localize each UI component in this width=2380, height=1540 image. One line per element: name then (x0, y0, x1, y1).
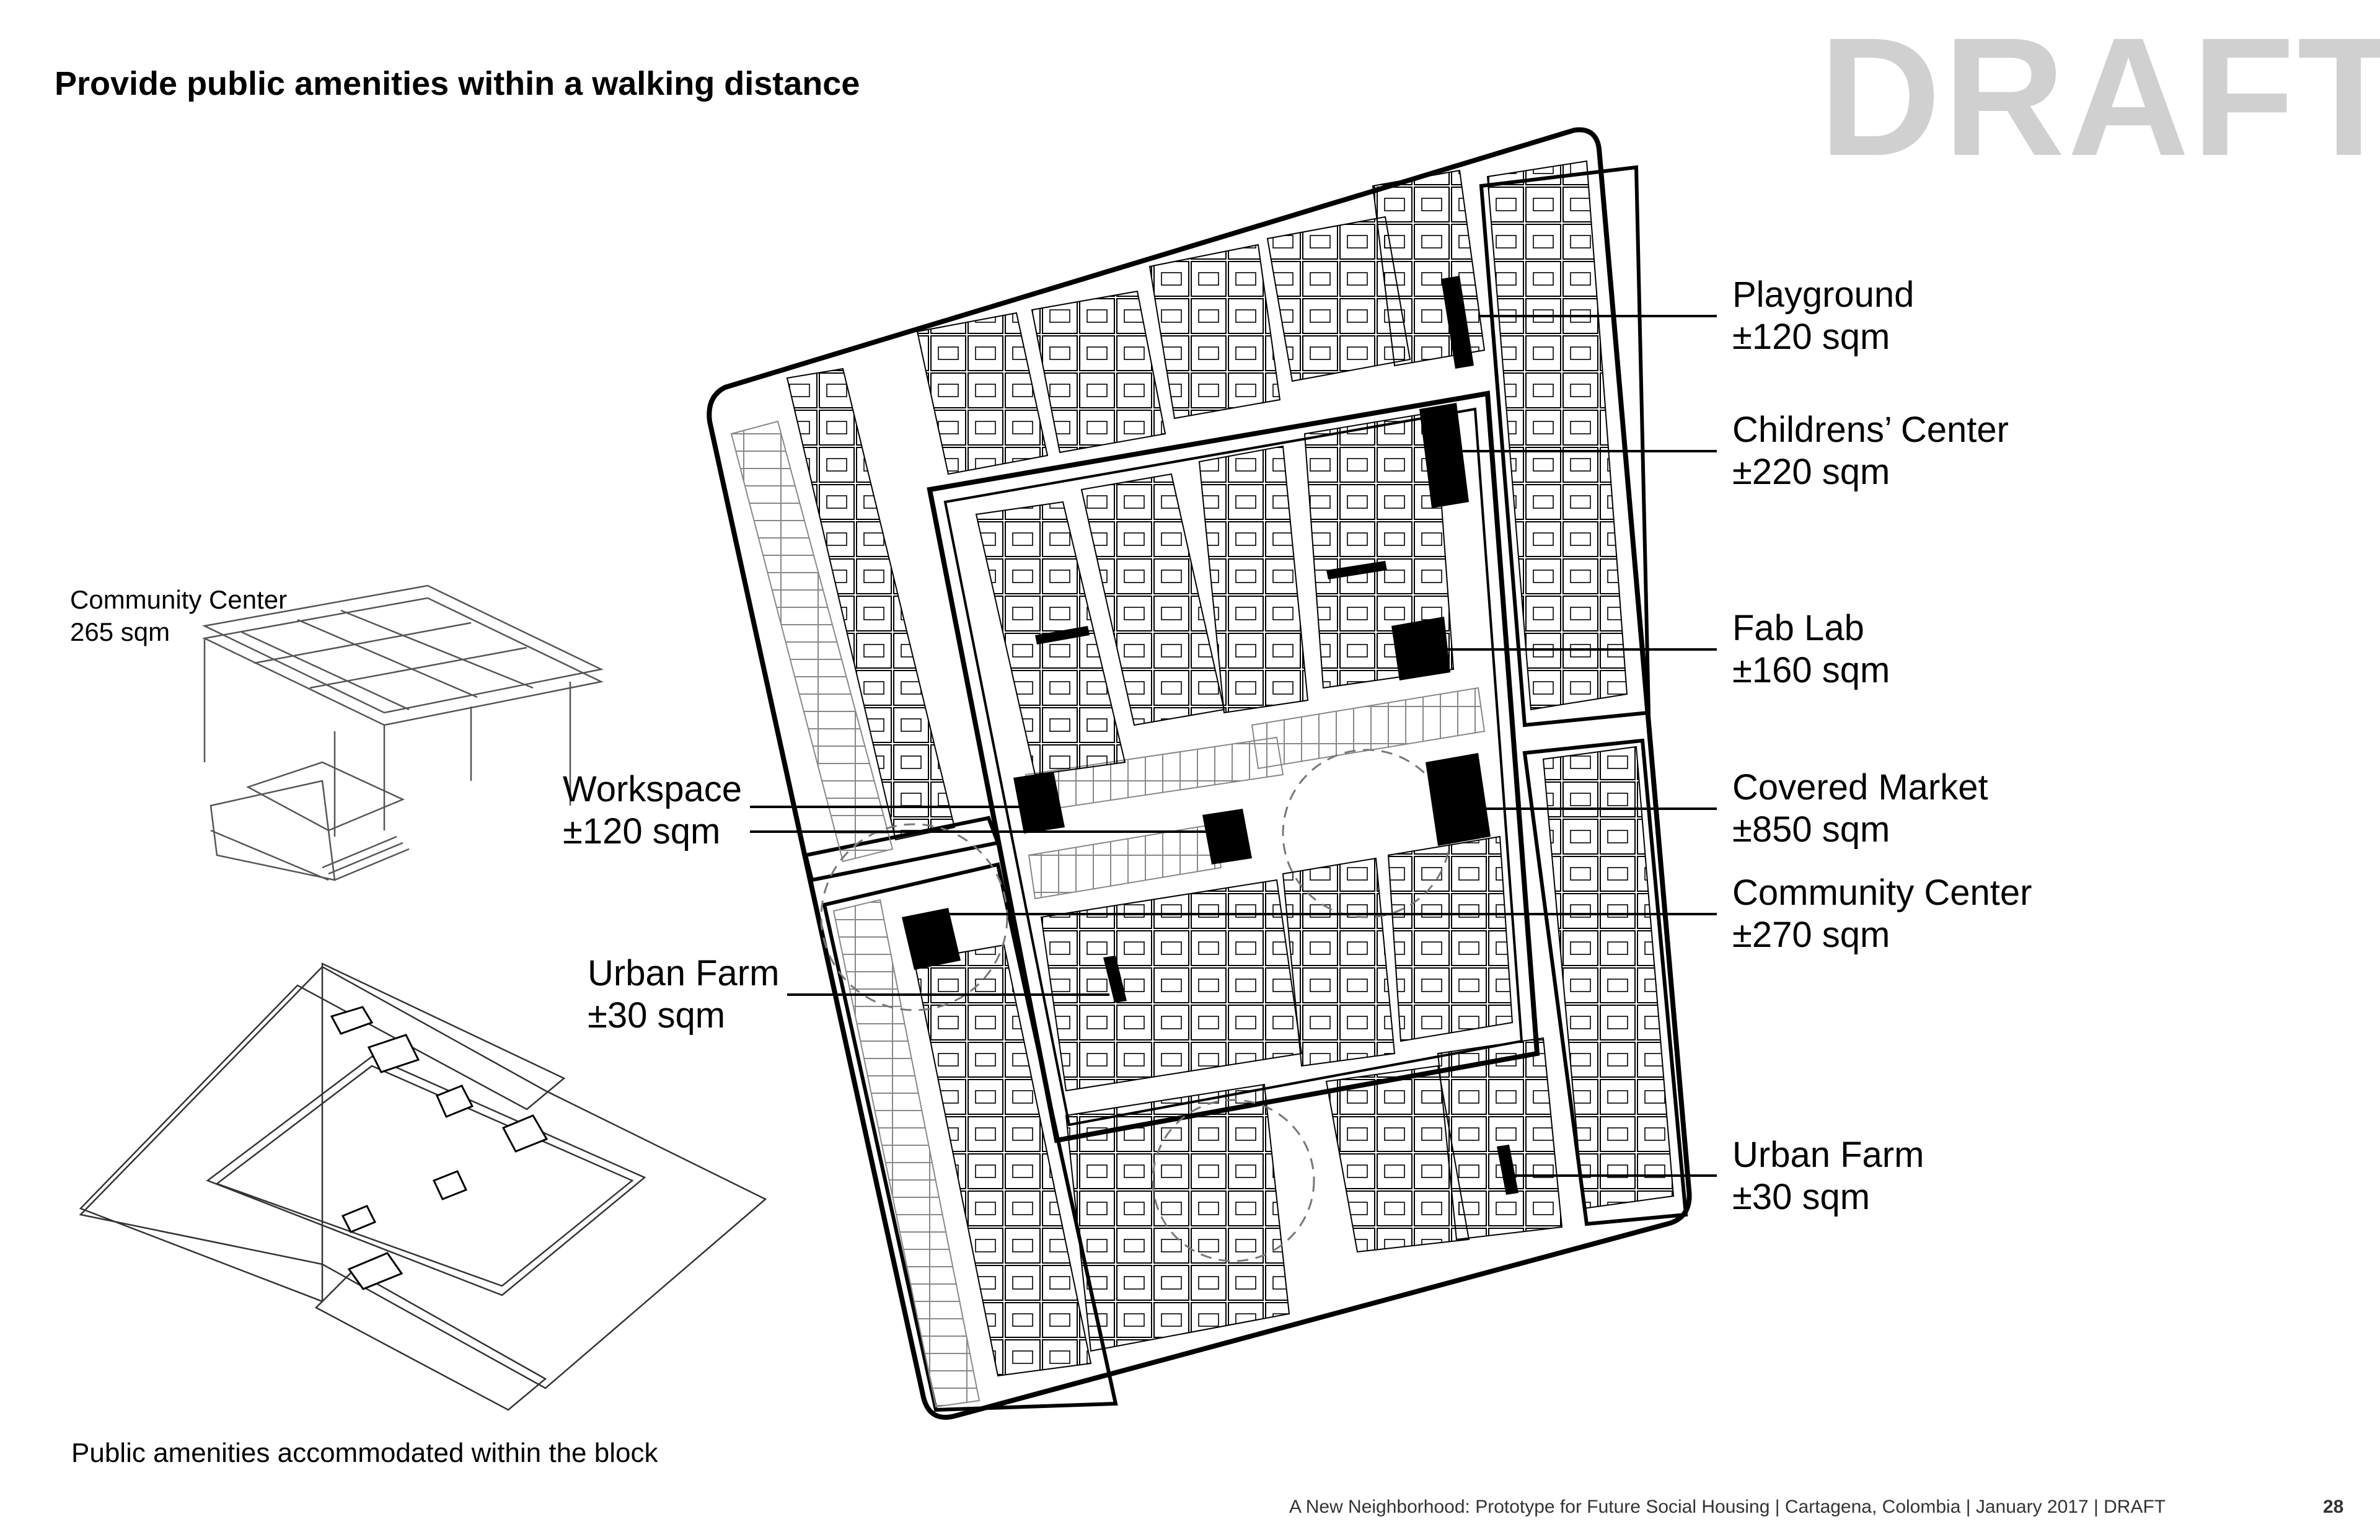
playground-label: Playground ±120 sqm (1732, 274, 1914, 358)
community-center-area: ±270 sqm (1732, 915, 1890, 955)
playground-name: Playground (1732, 275, 1915, 315)
iso-community-center (201, 584, 604, 881)
childrens-center-label: Childrens’ Center ±220 sqm (1732, 409, 2009, 493)
covered-market-area: ±850 sqm (1732, 809, 1890, 850)
urban-farm-right-area: ±30 sqm (1732, 1177, 1871, 1217)
workspace-name: Workspace (563, 769, 743, 809)
workspace-block-2 (1202, 809, 1252, 865)
playground-area: ±120 sqm (1732, 317, 1890, 357)
page-number: 28 (2323, 1497, 2344, 1517)
page-title: Provide public amenities within a walkin… (55, 65, 860, 102)
community-center-name: Community Center (1732, 873, 2032, 913)
footer-text: A New Neighborhood: Prototype for Future… (1289, 1497, 2166, 1517)
iso-building-name: Community Center (70, 585, 288, 614)
amenity-blocks (902, 276, 1518, 1195)
draft-watermark: DRAFT (1819, 2, 2380, 191)
iso-block-plan (79, 962, 767, 1411)
childrens-center-area: ±220 sqm (1732, 452, 1890, 492)
urban-farm-left-area: ±30 sqm (588, 995, 726, 1036)
workspace-block-1 (1013, 772, 1065, 834)
community-center-label: Community Center ±270 sqm (1732, 872, 2032, 956)
fab-lab-area: ±160 sqm (1732, 650, 1890, 690)
leader-lines (750, 315, 1717, 1177)
urban-farm-right-label: Urban Farm ±30 sqm (1732, 1134, 1924, 1218)
community-center-block (902, 908, 961, 970)
childrens-center-block (1419, 403, 1469, 508)
urban-farm-left-label: Urban Farm ±30 sqm (588, 953, 779, 1037)
fab-lab-name: Fab Lab (1732, 608, 1864, 648)
urban-farm-right-name: Urban Farm (1732, 1135, 1924, 1175)
main-site-plan (707, 127, 1692, 1420)
bottom-caption: Public amenities accommodated within the… (71, 1438, 658, 1468)
fab-lab-label: Fab Lab ±160 sqm (1732, 607, 1890, 692)
iso-building-label: Community Center 265 sqm (70, 584, 287, 648)
covered-market-label: Covered Market ±850 sqm (1732, 767, 1988, 851)
urban-farm-block-2 (1497, 1145, 1518, 1195)
fab-lab-block (1391, 617, 1450, 680)
covered-market-block (1426, 753, 1491, 846)
childrens-center-name: Childrens’ Center (1732, 410, 2009, 450)
workspace-area: ±120 sqm (563, 811, 721, 851)
iso-building-area: 265 sqm (70, 617, 170, 646)
urban-farm-block-1 (1103, 956, 1127, 1003)
workspace-label: Workspace ±120 sqm (563, 768, 742, 853)
covered-market-name: Covered Market (1732, 767, 1988, 807)
urban-farm-left-name: Urban Farm (588, 953, 780, 993)
playground-block (1441, 276, 1474, 369)
